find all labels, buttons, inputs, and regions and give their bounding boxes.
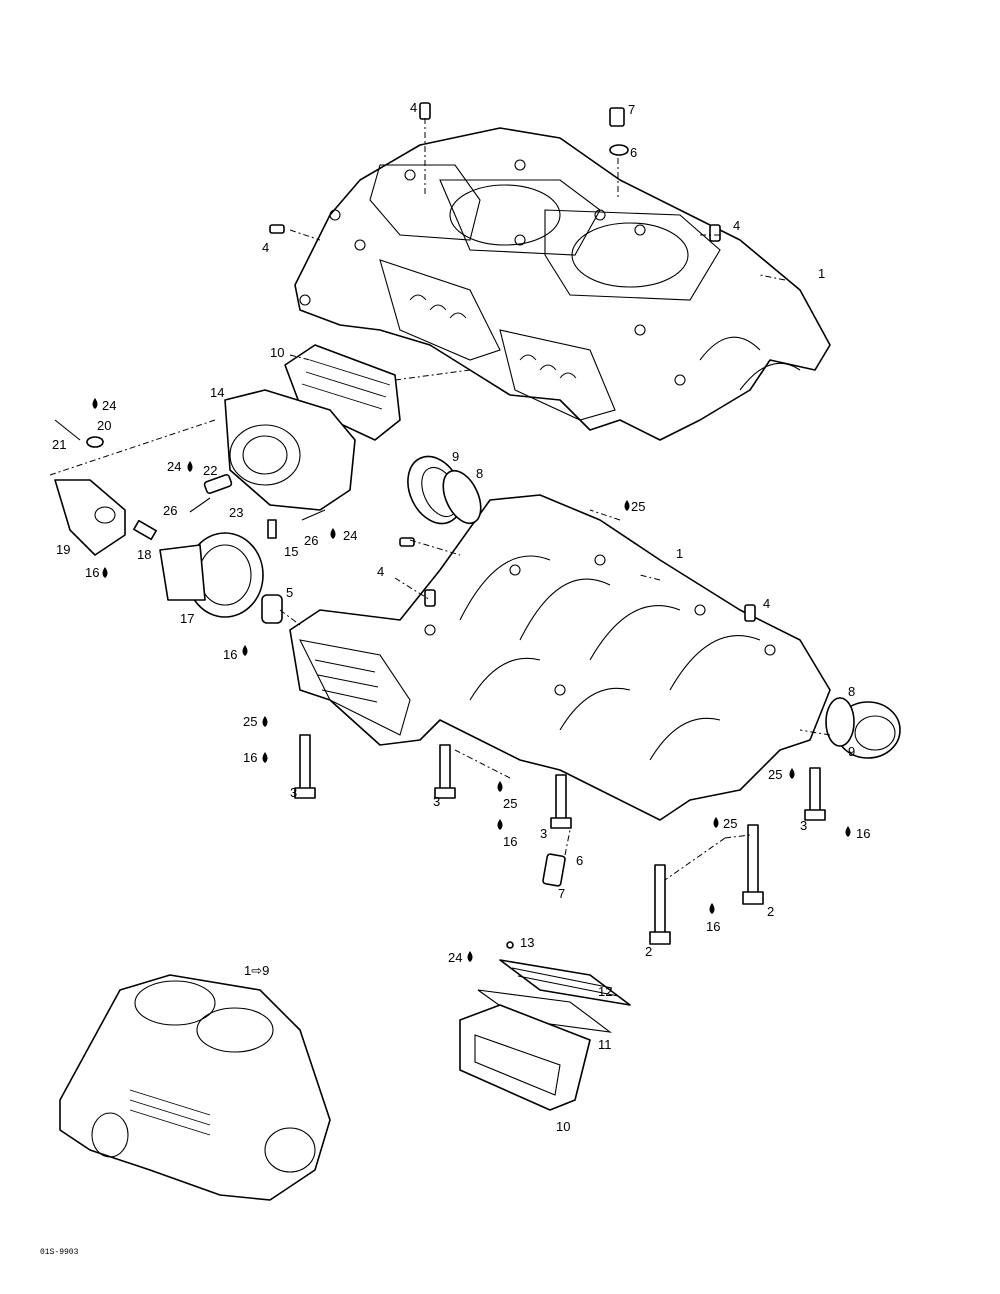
reed-valve-exploded	[459, 941, 631, 1111]
small-hardware	[54, 419, 326, 541]
label-13: 13	[520, 935, 534, 950]
label-22: 22	[203, 463, 217, 478]
label-16-c: 16	[243, 750, 257, 765]
label-16-f: 16	[706, 919, 720, 934]
label-assembly: 1⇨9	[244, 963, 269, 978]
label-9-a: 9	[452, 449, 459, 464]
label-20: 20	[97, 418, 111, 433]
label-25-d: 25	[768, 767, 782, 782]
label-4-b: 4	[733, 218, 740, 233]
lower-crankcase	[289, 494, 831, 821]
label-16-b: 16	[223, 647, 237, 662]
assembled-engine-thumbnail	[59, 974, 331, 1201]
label-4-c: 4	[262, 240, 269, 255]
intake-manifold	[224, 389, 356, 511]
label-7-a: 7	[628, 102, 635, 117]
label-3-b: 3	[433, 794, 440, 809]
label-3-a: 3	[290, 785, 297, 800]
label-3-d: 3	[800, 818, 807, 833]
label-25-c: 25	[503, 796, 517, 811]
label-5: 5	[286, 585, 293, 600]
label-17: 17	[180, 611, 194, 626]
label-16-d: 16	[503, 834, 517, 849]
label-25-e: 25	[723, 816, 737, 831]
callout-labels: 1 1 2 2 3 3 3 3 4 4 4 4 4 5 6 6 7 7 8 8 …	[52, 100, 870, 1134]
label-2-a: 2	[767, 904, 774, 919]
label-15: 15	[284, 544, 298, 559]
label-23: 23	[229, 505, 243, 520]
drop-icon	[92, 398, 851, 962]
upper-crankcase	[294, 127, 831, 441]
label-24-c: 24	[343, 528, 357, 543]
diagram-code: 01S-9903	[40, 1248, 79, 1257]
label-25-b: 25	[243, 714, 257, 729]
rotary-valve-gear	[159, 532, 283, 624]
label-26-b: 26	[304, 533, 318, 548]
label-24-a: 24	[102, 398, 116, 413]
seal-ring-upper	[407, 455, 482, 525]
label-11: 11	[598, 1037, 612, 1052]
label-16-e: 16	[856, 826, 870, 841]
label-21: 21	[52, 437, 66, 452]
label-2-b: 2	[645, 944, 652, 959]
label-10-a: 10	[270, 345, 284, 360]
label-24-b: 24	[167, 459, 181, 474]
label-16-a: 16	[85, 565, 99, 580]
label-26-a: 26	[163, 503, 177, 518]
label-4-d: 4	[377, 564, 384, 579]
label-1-lower: 1	[676, 546, 683, 561]
end-cap-right	[825, 697, 901, 759]
label-8-a: 8	[476, 466, 483, 481]
label-7-b: 7	[558, 886, 565, 901]
label-9-b: 9	[848, 744, 855, 759]
label-8-b: 8	[848, 684, 855, 699]
label-24-d: 24	[448, 950, 462, 965]
label-4-a: 4	[410, 100, 417, 115]
label-4-e: 4	[763, 596, 770, 611]
label-10-b: 10	[556, 1119, 570, 1134]
label-25-a: 25	[631, 499, 645, 514]
label-14: 14	[210, 385, 224, 400]
label-6-b: 6	[576, 853, 583, 868]
oil-pump-housing	[54, 479, 126, 556]
label-6-a: 6	[630, 145, 637, 160]
leader-lines	[49, 118, 831, 881]
label-19: 19	[56, 542, 70, 557]
label-1-upper: 1	[818, 266, 825, 281]
label-18: 18	[137, 547, 151, 562]
label-12: 12	[598, 984, 612, 999]
label-3-c: 3	[540, 826, 547, 841]
